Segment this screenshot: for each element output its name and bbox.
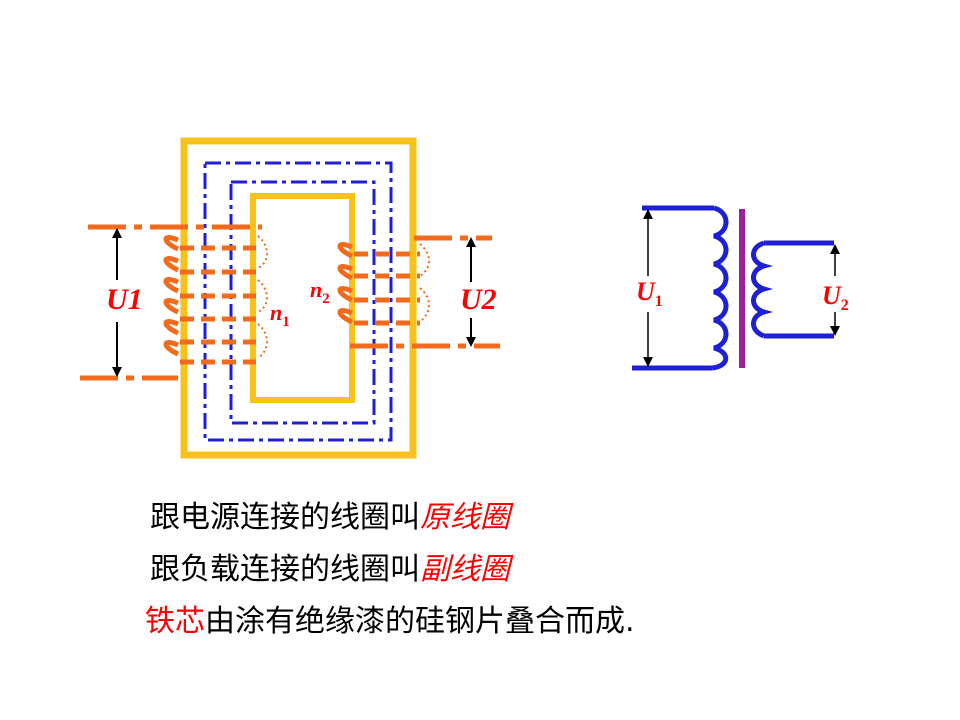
primary-coil-dashes: [180, 245, 256, 365]
primary-coil-turn: [163, 277, 180, 294]
n1-label-sub: 1: [282, 314, 290, 330]
primary-leads: [80, 224, 262, 381]
u2-label-left: U2: [460, 283, 497, 316]
primary-coil-turn: [163, 256, 180, 273]
n1-label-base: n: [270, 300, 282, 325]
u1-label-right-base: U: [636, 277, 656, 306]
caption-core-text: 由涂有绝缘漆的硅钢片叠合而成.: [205, 604, 635, 639]
schematic-secondary: [751, 240, 834, 339]
u1-label-right: U1: [636, 277, 663, 310]
u1-label-left: U1: [106, 283, 143, 316]
caption-secondary-term: 副线圈: [420, 552, 510, 587]
secondary-coil-dashes: [354, 251, 420, 326]
primary-coil: [163, 235, 180, 357]
secondary-coil-dot-arc: [419, 287, 430, 323]
u2-label-right-base: U: [822, 281, 842, 310]
secondary-coil-turn: [337, 308, 354, 325]
secondary-coil: [337, 242, 354, 325]
caption-core-term: 铁芯: [145, 604, 205, 639]
secondary-coil-dots: [419, 243, 430, 323]
caption-primary-term: 原线圈: [420, 500, 510, 535]
primary-coil-dots: [257, 235, 268, 359]
schematic-secondary-coil: [751, 240, 774, 339]
u2-label-right-sub: 2: [841, 297, 849, 314]
primary-coil-turn: [163, 340, 180, 357]
caption-primary-text: 跟电源连接的线圈叫: [150, 500, 420, 535]
primary-coil-dot-arc: [257, 323, 268, 359]
n2-label-base: n: [310, 277, 322, 302]
magnetic-flux-path: [203, 161, 393, 442]
schematic-primary-coil: [711, 205, 729, 371]
primary-coil-turn: [163, 235, 180, 252]
n2-label: n2: [310, 277, 330, 307]
caption-secondary-text: 跟负载连接的线圈叫: [150, 552, 420, 587]
schematic-primary: [632, 205, 729, 371]
caption-primary-coil: 跟电源连接的线圈叫原线圈: [150, 500, 510, 536]
secondary-coil-turn: [337, 286, 354, 303]
primary-coil-turn: [163, 298, 180, 315]
n1-label: n1: [270, 300, 290, 330]
u2-label-right: U2: [822, 281, 849, 314]
flux-outer-loop: [203, 161, 393, 442]
caption-iron-core: 铁芯由涂有绝缘漆的硅钢片叠合而成.: [145, 604, 635, 640]
secondary-coil-dot-arc: [419, 243, 430, 277]
primary-coil-dot-arc: [257, 279, 268, 313]
caption-secondary-coil: 跟负载连接的线圈叫副线圈: [150, 552, 510, 588]
flux-inner-loop: [229, 180, 376, 425]
primary-coil-dot-arc: [257, 235, 268, 269]
secondary-coil-turn: [337, 242, 354, 259]
secondary-coil-turn: [337, 264, 354, 281]
n2-label-sub: 2: [322, 291, 330, 307]
primary-coil-turn: [163, 319, 180, 336]
u1-label-right-sub: 1: [655, 293, 663, 310]
